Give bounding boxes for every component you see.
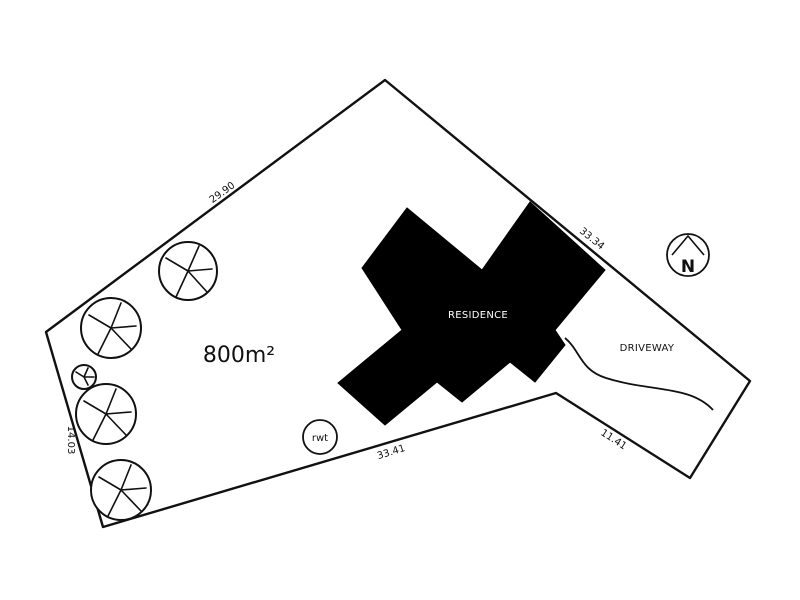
tree-icon [158, 241, 218, 301]
dimension-west: 14.03 [65, 426, 76, 455]
site-area-label: 800m² [203, 343, 275, 368]
driveway-edge [564, 337, 714, 411]
rainwater-tank-label: rwt [312, 433, 328, 444]
rainwater-tank: rwt [302, 419, 338, 455]
residence-building [337, 201, 606, 426]
north-arrow-icon: N [666, 233, 710, 277]
driveway-label: DRIVEWAY [620, 343, 675, 354]
tree-icon [90, 459, 152, 521]
residence-label: RESIDENCE [448, 310, 508, 321]
tree-icon [75, 383, 137, 445]
north-label: N [681, 257, 695, 277]
tree-icon [80, 297, 142, 359]
tree-icon [71, 364, 97, 390]
dimension-south-east: 11.41 [598, 427, 628, 452]
lot-boundary [44, 78, 752, 529]
